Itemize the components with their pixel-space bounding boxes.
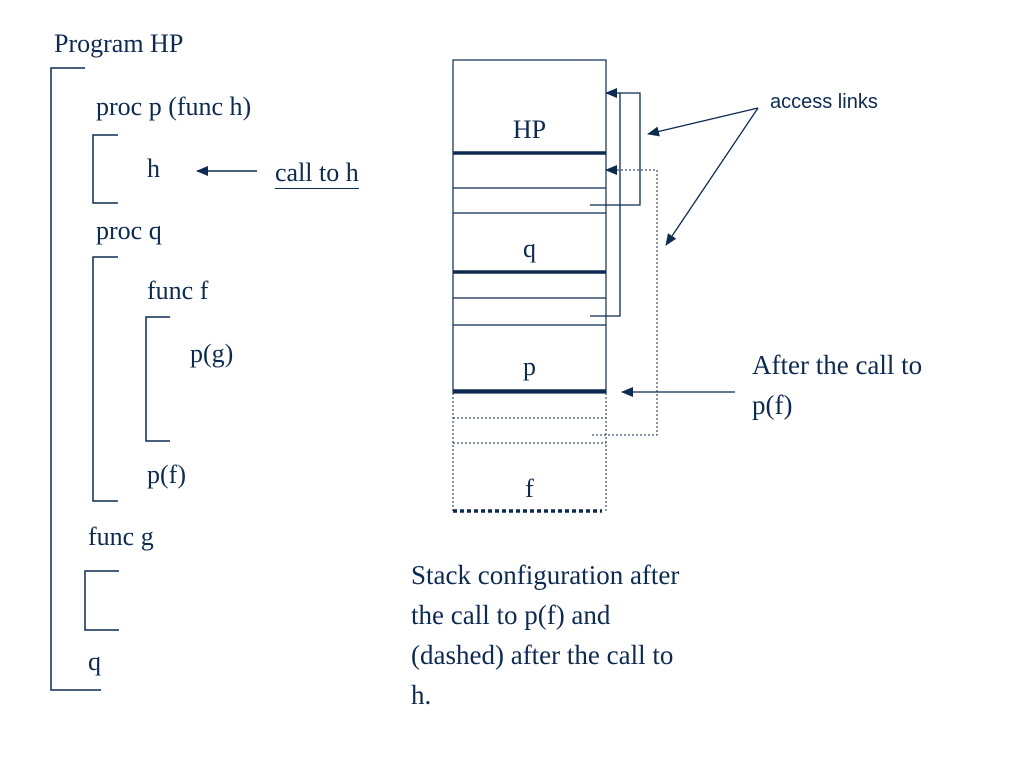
- after-call-label: After the call to p(f): [752, 350, 923, 420]
- h-label: h: [147, 154, 160, 183]
- access-links-arrow-upper: [647, 107, 759, 137]
- func-f-label: func f: [147, 276, 209, 305]
- p-g-label: p(g): [190, 339, 234, 368]
- p-f-label: p(f): [147, 460, 186, 489]
- func-f-bracket: [145, 316, 170, 442]
- access-links-arrow-lower: [665, 107, 759, 246]
- proc-q-bracket: [92, 256, 118, 502]
- proc-p-label: proc p (func h): [96, 92, 252, 121]
- stack: [452, 59, 607, 513]
- stack-outline: [452, 59, 607, 394]
- frame-label-hp: HP: [512, 115, 547, 144]
- access-link-p-to-q: [590, 93, 621, 317]
- func-g-bracket: [84, 570, 119, 631]
- program-title: Program HP: [54, 29, 184, 58]
- q-label: q: [88, 647, 101, 676]
- access-link-q-to-hp: [590, 88, 641, 206]
- proc-q-label: proc q: [96, 216, 162, 245]
- access-links-label: access links: [770, 91, 878, 113]
- proc-p-bracket: [92, 134, 118, 204]
- call-to-h-label: call to h: [275, 158, 359, 189]
- frame-label-f: f: [525, 474, 534, 503]
- program-bracket: [50, 67, 101, 691]
- access-link-h-dotted: [592, 165, 658, 436]
- frame-label-p: p: [523, 352, 536, 381]
- stack-caption: Stack configuration after the call to p(…: [411, 560, 680, 710]
- frame-label-q: q: [523, 234, 536, 263]
- func-g-label: func g: [88, 522, 154, 551]
